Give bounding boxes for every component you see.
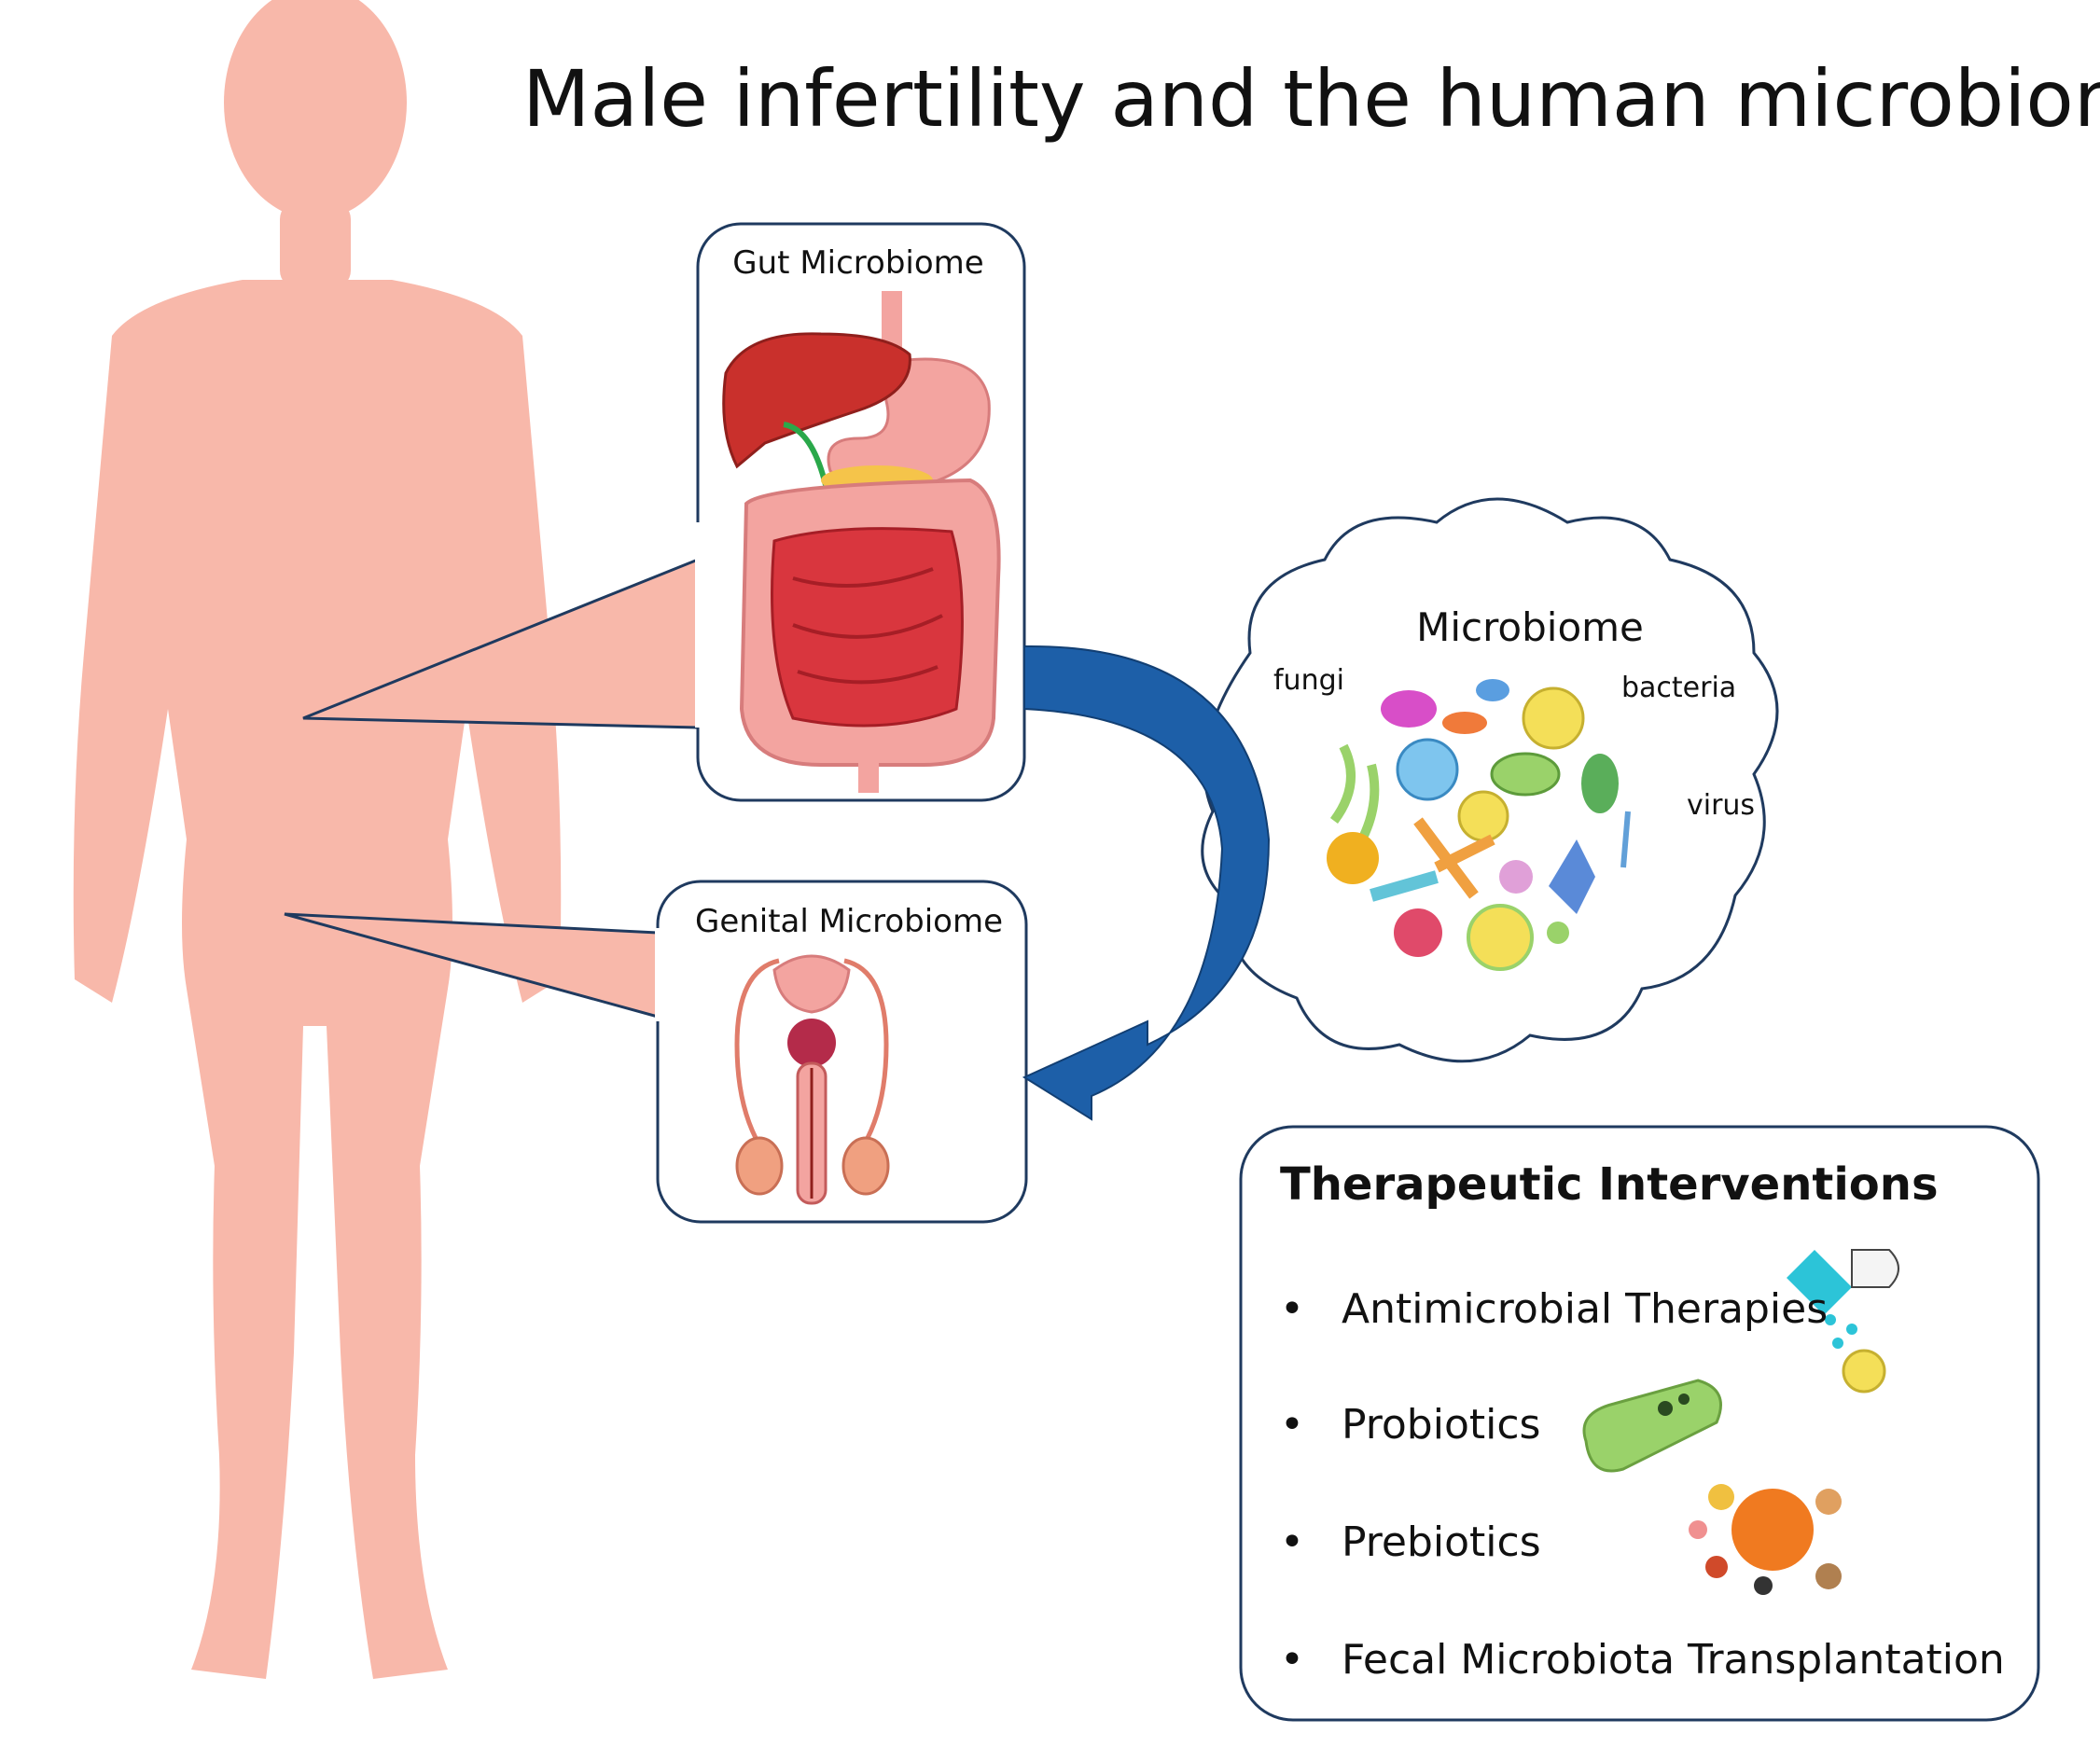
microbes-cluster [1327,679,1631,971]
microbe-label-fungi: fungi [1273,664,1344,697]
connection-arrow [1022,645,1271,1121]
therapy-item: • Probiotics [1280,1401,1540,1449]
genital-callout-pointer [284,912,659,1019]
therapy-label: Antimicrobial Therapies [1342,1285,1829,1333]
bullet: • [1280,1636,1304,1684]
microbe-label-bacteria: bacteria [1621,672,1737,704]
human-silhouette [73,0,562,1679]
genital-microbiome-label: Genital Microbiome [694,903,1004,940]
page-title: Male infertility and the human microbiom… [522,53,2100,145]
therapy-item: • Antimicrobial Therapies [1280,1285,1828,1333]
therapeutic-title: Therapeutic Interventions [1280,1158,1939,1211]
digestive-system-icon [722,291,1001,793]
prebiotic-foods-icon [1689,1484,1842,1595]
genital-panel [656,880,1028,1224]
male-reproductive-system-icon [734,954,890,1205]
therapy-label: Probiotics [1342,1401,1541,1449]
bullet: • [1280,1518,1304,1566]
bacterium-icon [1842,1349,1886,1393]
gut-callout-pointer [302,558,699,729]
capsule-icon [1787,1249,1899,1349]
probiotic-capsule-icon [1582,1379,1722,1473]
gut-microbiome-label: Gut Microbiome [732,244,984,282]
bullet: • [1280,1401,1304,1449]
therapy-label: Prebiotics [1342,1518,1541,1566]
therapy-label: Fecal Microbiota Transplantation [1342,1636,2005,1684]
bullet: • [1280,1285,1304,1333]
microbiome-cloud [1201,497,1779,1063]
microbe-label-virus: virus [1687,789,1756,822]
therapy-item: • Fecal Microbiota Transplantation [1280,1636,2005,1684]
therapy-item: • Prebiotics [1280,1518,1541,1566]
microbiome-title: Microbiome [1416,604,1644,650]
